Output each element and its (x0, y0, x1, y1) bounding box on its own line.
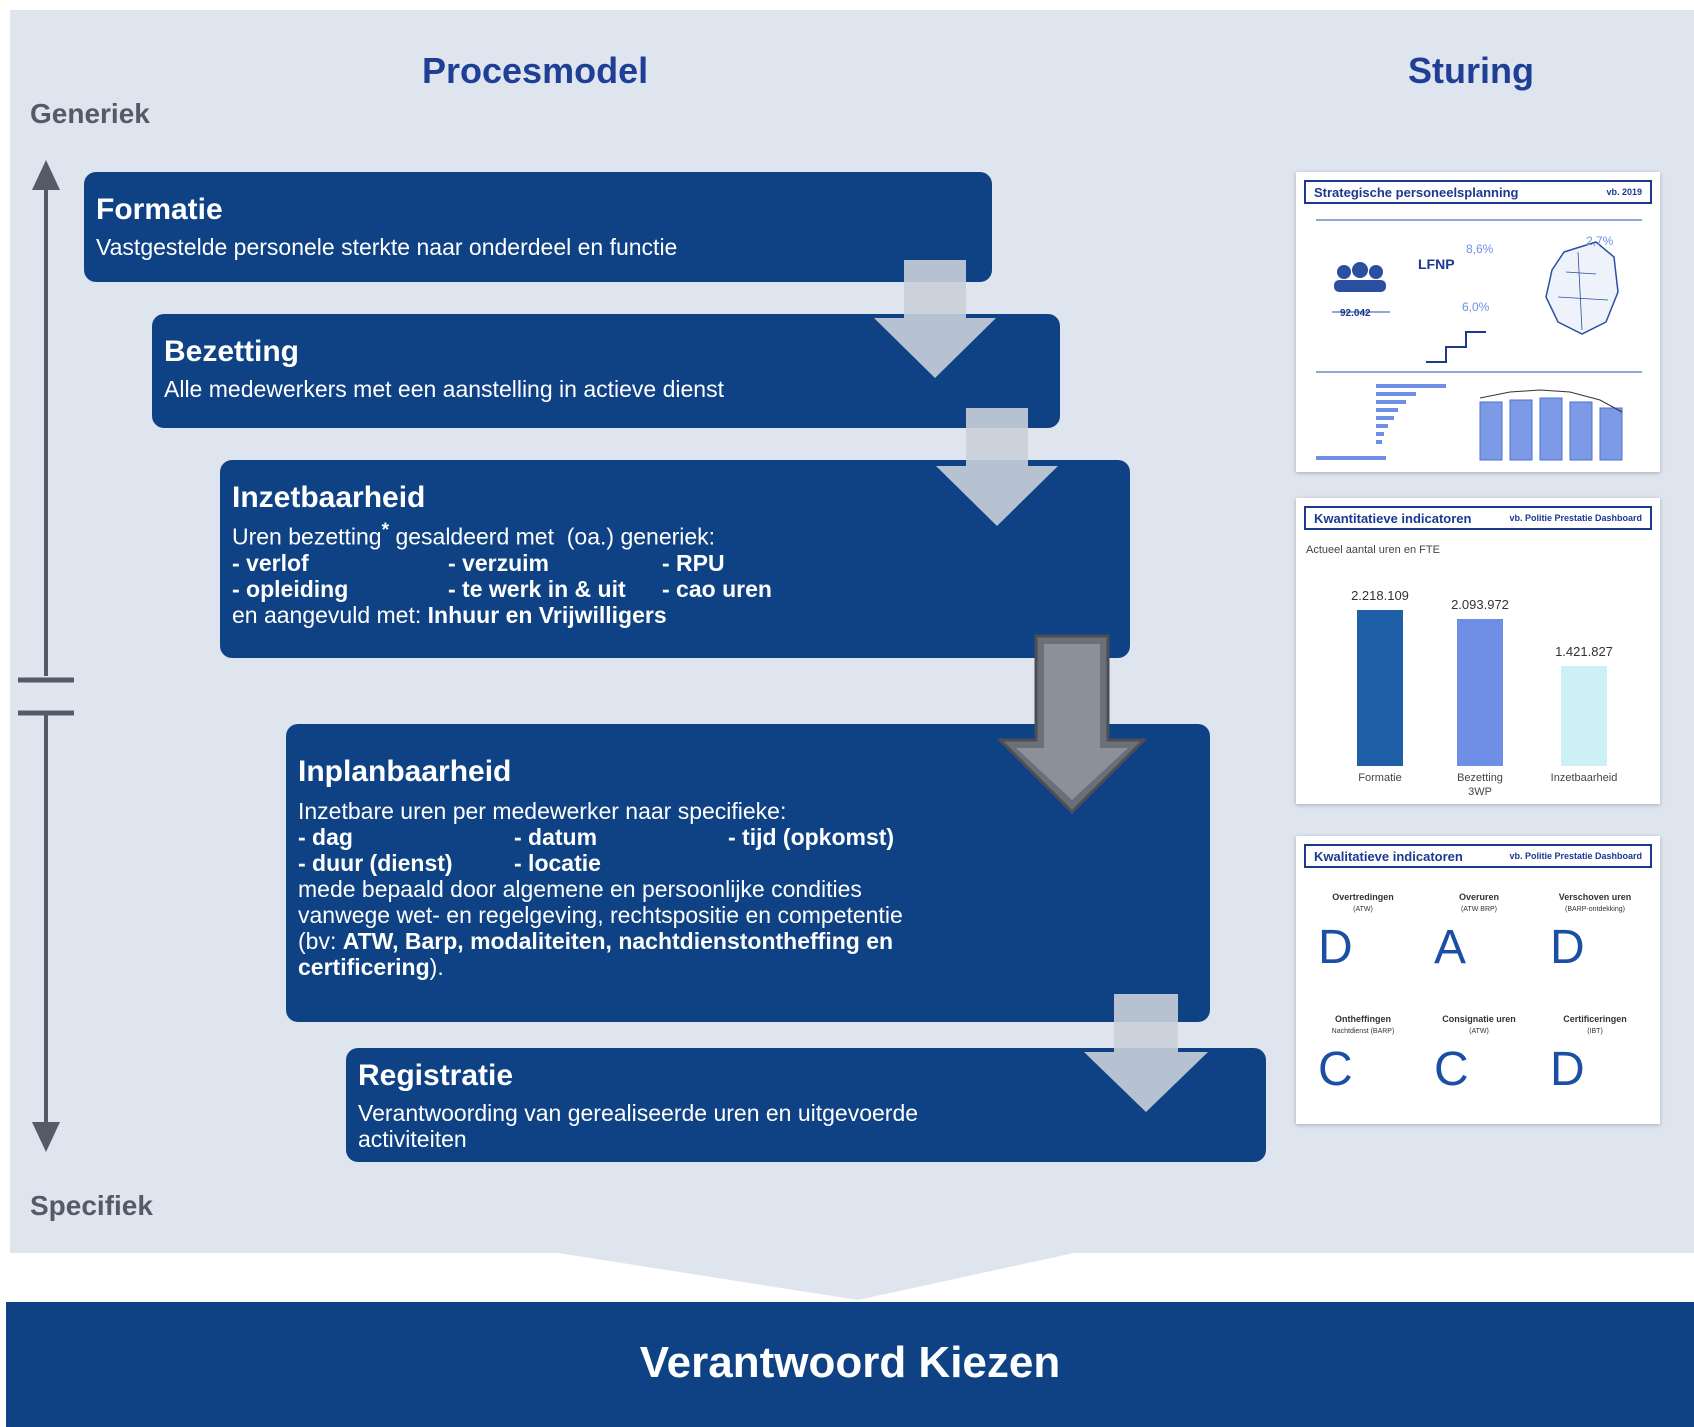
inplan-item: - tijd (opkomst) (728, 824, 895, 850)
qualitative-indicator-sublabel: (ATW BRP) (1460, 906, 1498, 913)
inplan-line5-bold: certificering (298, 954, 430, 980)
step-bezetting-text: Alle medewerkers met een aanstelling in … (164, 376, 724, 402)
qualitative-indicator-sublabel: Nachtdienst (BARP) (1331, 1028, 1395, 1035)
strategic-kpi-lfnp: LFNP (1418, 256, 1455, 272)
registratie-line1: Verantwoording van gerealiseerde uren en… (358, 1100, 919, 1126)
strategic-hbars (1316, 384, 1446, 460)
qualitative-grade: C (1318, 1043, 1353, 1096)
inzet-item: - verlof (232, 549, 309, 576)
dashboard-quantitative-tag: vb. Politie Prestatie Dashboard (1509, 513, 1642, 523)
panel-funnel (10, 1253, 1074, 1302)
qualitative-indicator-sublabel: (BARP-ontdekking) (1565, 906, 1625, 913)
inplan-item: - locatie (514, 850, 601, 876)
inplan-item: - datum (514, 824, 598, 850)
qualitative-indicator-sublabel: (IBT) (1587, 1028, 1603, 1035)
strategic-kpi-total: 92.042 (1340, 308, 1371, 319)
qualitative-grade: D (1550, 1043, 1585, 1096)
inzet-item: - opleiding (232, 575, 349, 602)
inplan-line4-pre: (bv: (298, 928, 343, 954)
footer-banner: Verantwoord Kiezen (6, 1302, 1694, 1427)
specifiek-label: Specifiek (30, 1190, 153, 1221)
inzet-line1-pre: Uren bezetting (232, 523, 382, 550)
qualitative-indicator-label: Ontheffingen (1335, 1014, 1391, 1024)
dashboard-strategic-tag: vb. 2019 (1606, 187, 1642, 197)
strategic-pct2: 6,0% (1462, 300, 1490, 314)
strategic-vbars (1479, 397, 1623, 461)
strategic-pct1: 8,6% (1466, 242, 1494, 256)
inzet-item: - te werk in & uit (448, 575, 626, 602)
qualitative-indicator-sublabel: (ATW) (1353, 906, 1373, 913)
footer-title: Verantwoord Kiezen (639, 1338, 1061, 1387)
dashboard-strategic-header: Strategische personeelsplanning vb. 2019 (1304, 180, 1652, 204)
inplan-line1: Inzetbare uren per medewerker naar speci… (298, 798, 787, 824)
quantitative-subtitle: Actueel aantal uren en FTE (1306, 544, 1440, 556)
dashboard-qualitative-tag: vb. Politie Prestatie Dashboard (1509, 851, 1642, 861)
step-inzetbaarheid-title: Inzetbaarheid (232, 481, 426, 514)
dashboard-quantitative-title: Kwantitatieve indicatoren (1314, 510, 1472, 526)
step-inplanbaarheid: Inplanbaarheid Inzetbare uren per medewe… (286, 724, 1210, 1022)
quantitative-bar (1357, 610, 1403, 766)
inplan-line2: mede bepaald door algemene en persoonlij… (298, 876, 862, 902)
inzet-last-bold: Inhuur en Vrijwilligers (427, 601, 667, 628)
inplan-line4-bold: ATW, Barp, modaliteiten, nachtdienstonth… (342, 928, 894, 954)
step-bezetting: Bezetting Alle medewerkers met een aanst… (152, 314, 1060, 428)
netherlands-map-icon (1545, 241, 1619, 335)
inplan-line5-post: ). (429, 954, 444, 980)
dashboard-qualitative-title: Kwalitatieve indicatoren (1314, 848, 1463, 864)
qualitative-indicator-label: Certificeringen (1563, 1014, 1627, 1024)
qualitative-indicator-label: Consignatie uren (1442, 1014, 1516, 1024)
inzet-last-pre: en aangevuld met: (232, 601, 428, 628)
quantitative-bar-value: 2.093.972 (1451, 597, 1509, 612)
inplan-line3: vanwege wet- en regelgeving, rechtsposit… (298, 902, 903, 928)
strategic-mini-charts (1316, 219, 1642, 461)
quantitative-bar-category: Inzetbaarheid (1550, 772, 1618, 784)
qualitative-indicator-sublabel: (ATW) (1469, 1028, 1489, 1035)
inzet-item: - verzuim (448, 549, 549, 576)
people-icon (1334, 262, 1386, 292)
inzet-item: - RPU (662, 549, 725, 576)
step-formatie-text: Vastgestelde personele sterkte naar onde… (96, 234, 678, 260)
qualitative-indicator-label: Overuren (1458, 892, 1500, 902)
step-formatie-title: Formatie (96, 193, 223, 226)
step-bezetting-title: Bezetting (164, 335, 299, 368)
inzet-item: - cao uren (662, 575, 772, 602)
qualitative-grade: D (1318, 921, 1353, 974)
stairs-icon (1426, 331, 1486, 363)
dashboard-strategic: Strategische personeelsplanning vb. 2019 (1296, 172, 1660, 472)
generiek-label: Generiek (30, 98, 150, 129)
step-formatie: Formatie Vastgestelde personele sterkte … (84, 172, 992, 282)
registratie-line2: activiteiten (358, 1126, 467, 1152)
qualitative-grade: A (1434, 921, 1467, 974)
qualitative-indicator-label: Overtredingen (1332, 892, 1394, 902)
inplan-item: - duur (dienst) (298, 850, 453, 876)
inplan-item: - dag (298, 824, 353, 850)
step-inplanbaarheid-title: Inplanbaarheid (298, 755, 512, 788)
sturing-heading: Sturing (1408, 50, 1534, 91)
dashboard-qualitative: Kwalitatieve indicatoren vb. Politie Pre… (1296, 836, 1660, 1124)
dashboard-quantitative-header: Kwantitatieve indicatoren vb. Politie Pr… (1304, 506, 1652, 530)
inzet-star: * (381, 520, 390, 541)
quantitative-bar-category: Formatie (1358, 772, 1402, 784)
dashboard-strategic-title: Strategische personeelsplanning (1314, 184, 1519, 200)
strategic-pct3: 2,7% (1586, 234, 1614, 248)
qualitative-grade: C (1434, 1043, 1469, 1096)
procesmodel-heading: Procesmodel (422, 50, 649, 91)
dashboard-quantitative: Kwantitatieve indicatoren vb. Politie Pr… (1296, 498, 1660, 804)
qualitative-indicator-label: Verschoven uren (1558, 892, 1632, 902)
step-registratie-title: Registratie (358, 1059, 514, 1092)
dashboard-qualitative-header: Kwalitatieve indicatoren vb. Politie Pre… (1304, 844, 1652, 868)
quantitative-bar-value: 2.218.109 (1351, 588, 1409, 603)
quantitative-bar-category: Bezetting (1457, 772, 1503, 784)
qualitative-grade: D (1550, 921, 1585, 974)
inzet-line1-post: gesaldeerd met (oa.) generiek: (389, 523, 716, 550)
quantitative-bar (1457, 619, 1503, 766)
quantitative-bar-value: 1.421.827 (1555, 644, 1613, 659)
quantitative-bar (1561, 666, 1607, 766)
quantitative-bar-category: 3WP (1468, 786, 1492, 798)
step-inzetbaarheid: Inzetbaarheid Uren bezetting* gesaldeerd… (220, 460, 1130, 658)
step-registratie: Registratie Verantwoording van gerealise… (346, 1048, 1266, 1162)
